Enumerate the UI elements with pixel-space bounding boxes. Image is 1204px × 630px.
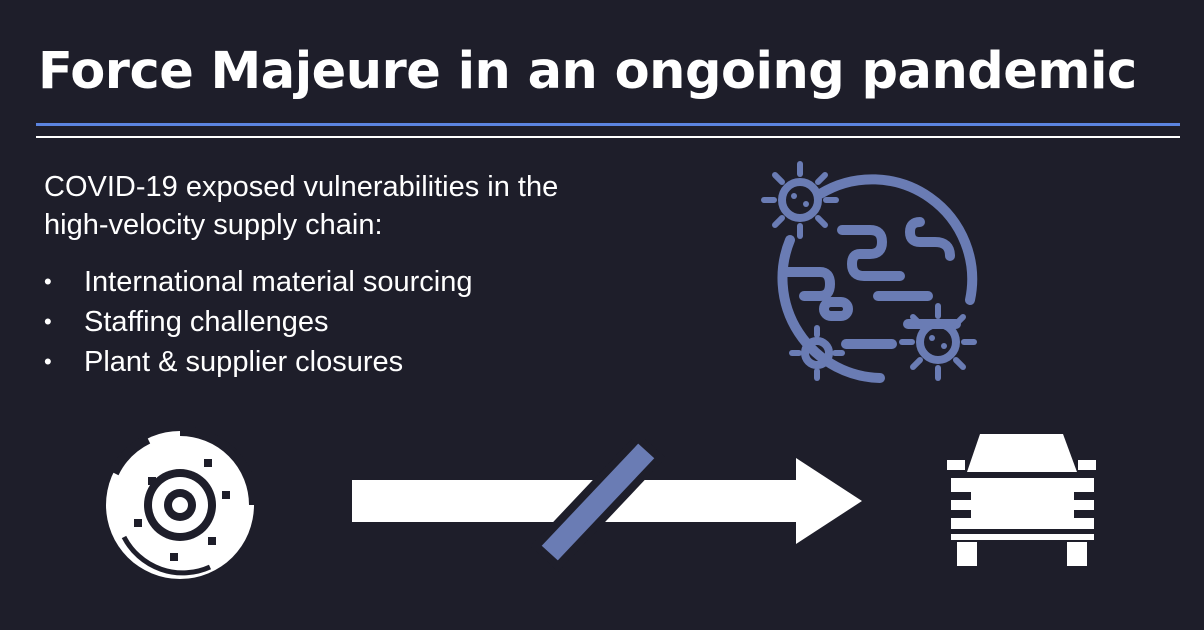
bullet-text: International material sourcing	[84, 266, 473, 298]
bullet-text: Plant & supplier closures	[84, 346, 404, 378]
bullet-dot: •	[44, 349, 52, 374]
title-underline-blue	[36, 123, 1180, 126]
bullet-dot: •	[44, 269, 52, 294]
intro-line-2: high-velocity supply chain:	[44, 209, 383, 241]
car-icon	[947, 434, 1096, 566]
list-item: • Staffing challenges	[44, 302, 472, 342]
bullet-text: Staffing challenges	[84, 306, 329, 338]
bullet-dot: •	[44, 309, 52, 334]
intro-text: COVID-19 exposed vulnerabilities in the …	[44, 168, 684, 244]
page-title: Force Majeure in an ongoing pandemic	[38, 42, 1137, 101]
brake-disc-icon	[106, 426, 259, 579]
intro-line-1: COVID-19 exposed vulnerabilities in the	[44, 171, 559, 203]
list-item: • Plant & supplier closures	[44, 342, 472, 382]
title-underline-white	[36, 136, 1180, 138]
list-item: • International material sourcing	[44, 262, 472, 302]
broken-arrow-icon	[352, 438, 862, 572]
bullet-list: • International material sourcing • Staffi…	[44, 262, 472, 382]
globe-virus-icon	[761, 161, 978, 383]
